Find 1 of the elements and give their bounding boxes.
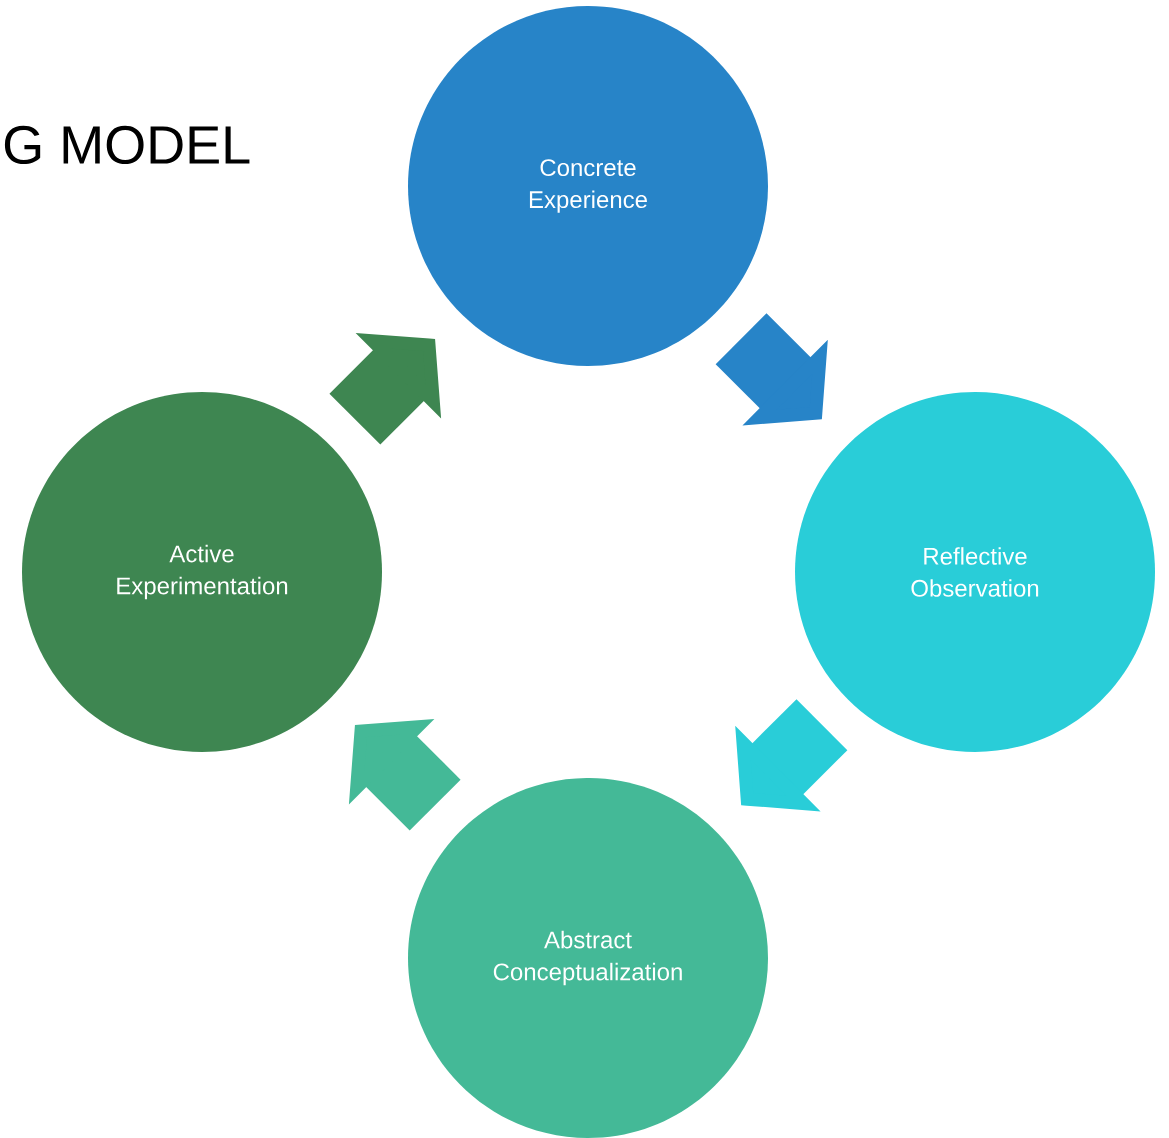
title: G MODEL <box>4 125 250 165</box>
